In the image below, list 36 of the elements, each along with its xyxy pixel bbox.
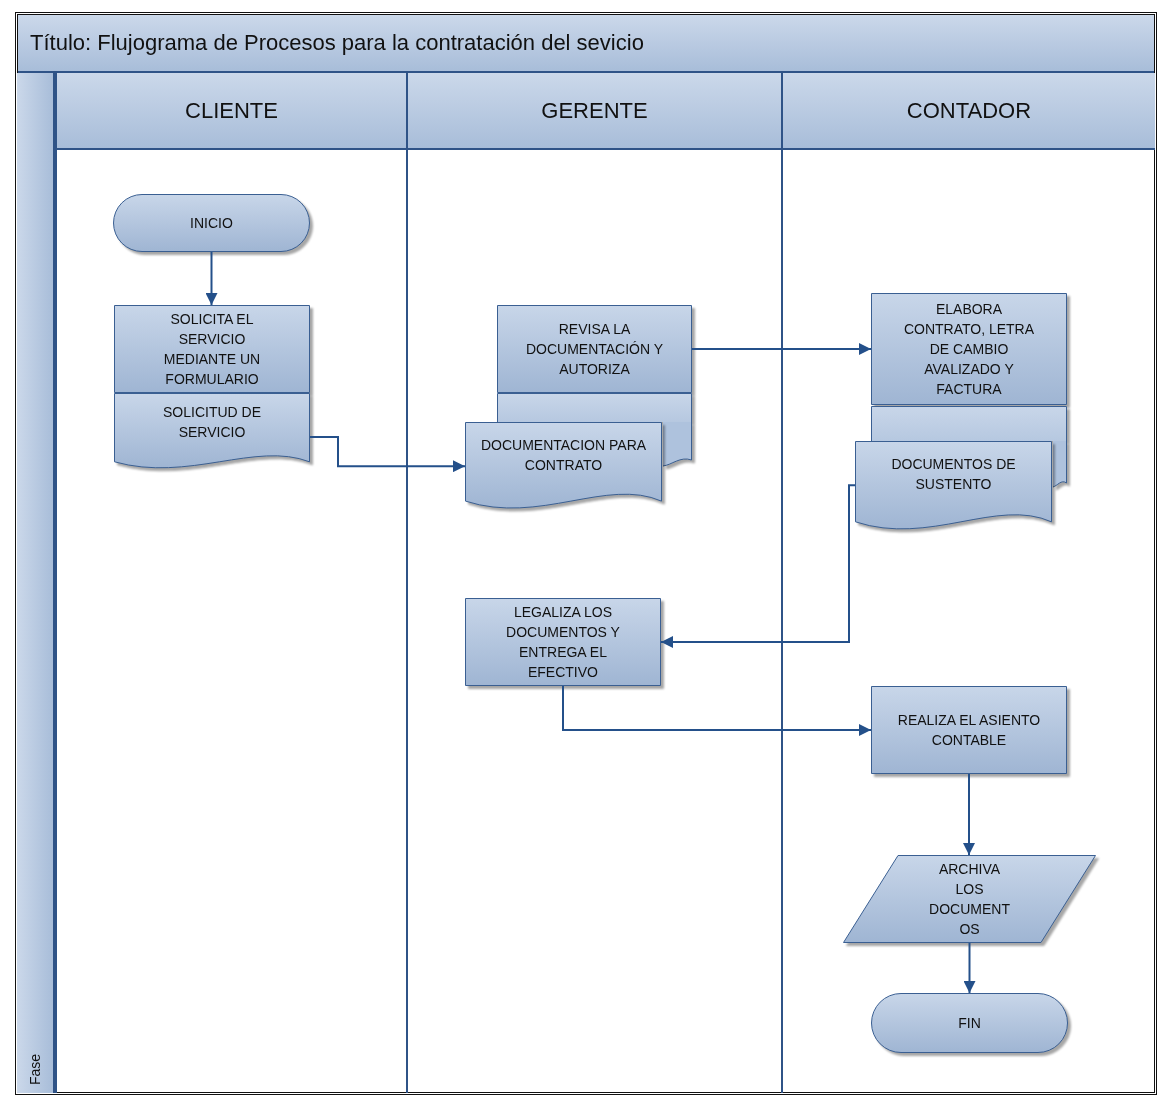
node-text: SOLICITA EL SERVICIO MEDIANTE UN FORMULARIO <box>162 310 262 389</box>
terminator-shape <box>113 194 310 252</box>
connector-arrow <box>963 942 976 994</box>
swimlane-lane <box>406 73 781 1093</box>
lane-header: GERENTE <box>408 73 781 150</box>
process-box <box>114 305 310 393</box>
pool-header: Título: Flujograma de Procesos para la contratación del sevicio <box>18 15 1154 73</box>
node-text: DOCUMENTACION PARA CONTRATO <box>479 435 648 475</box>
connector-arrow <box>691 343 872 355</box>
node-text: REVISA LA DOCUMENTACIÓN Y AUTORIZA <box>524 320 665 379</box>
node-text: SOLICITUD DE SERVICIO <box>162 402 262 442</box>
node-text: DOCUMENTOS DE SUSTENTO <box>890 455 1017 495</box>
swimlane-lane <box>781 73 1155 1093</box>
process-box <box>871 686 1067 774</box>
process-box <box>465 598 661 686</box>
stacked-document-shape <box>871 406 1067 441</box>
stacked-document-shape <box>497 393 692 422</box>
lane-header: CONTADOR <box>783 73 1155 150</box>
connector-arrow <box>309 436 466 473</box>
terminator-shape <box>871 993 1068 1053</box>
swimlane-pool <box>15 12 1157 1095</box>
connector-arrow <box>963 773 975 856</box>
node-text: ARCHIVA LOS DOCUMENT OS <box>928 860 1011 939</box>
node-text: LEGALIZA LOS DOCUMENTOS Y ENTREGA EL EFECTIVO <box>505 603 621 682</box>
connector-arrow <box>205 251 218 306</box>
node-text: FIN <box>957 1014 982 1033</box>
node-text: INICIO <box>189 214 234 233</box>
node-text: ELABORA CONTRATO, LETRA DE CAMBIO AVALIZADO Y FACTURA <box>902 300 1036 399</box>
lane-header: CLIENTE <box>57 73 406 150</box>
connector-arrow <box>562 685 872 736</box>
phase-strip <box>17 73 55 1093</box>
data-parallelogram <box>843 855 1096 943</box>
phase-label: Fase <box>27 1053 43 1085</box>
connector-arrow <box>660 484 856 648</box>
node-text: REALIZA EL ASIENTO CONTABLE <box>896 711 1042 750</box>
swimlane-lane <box>55 73 406 1093</box>
